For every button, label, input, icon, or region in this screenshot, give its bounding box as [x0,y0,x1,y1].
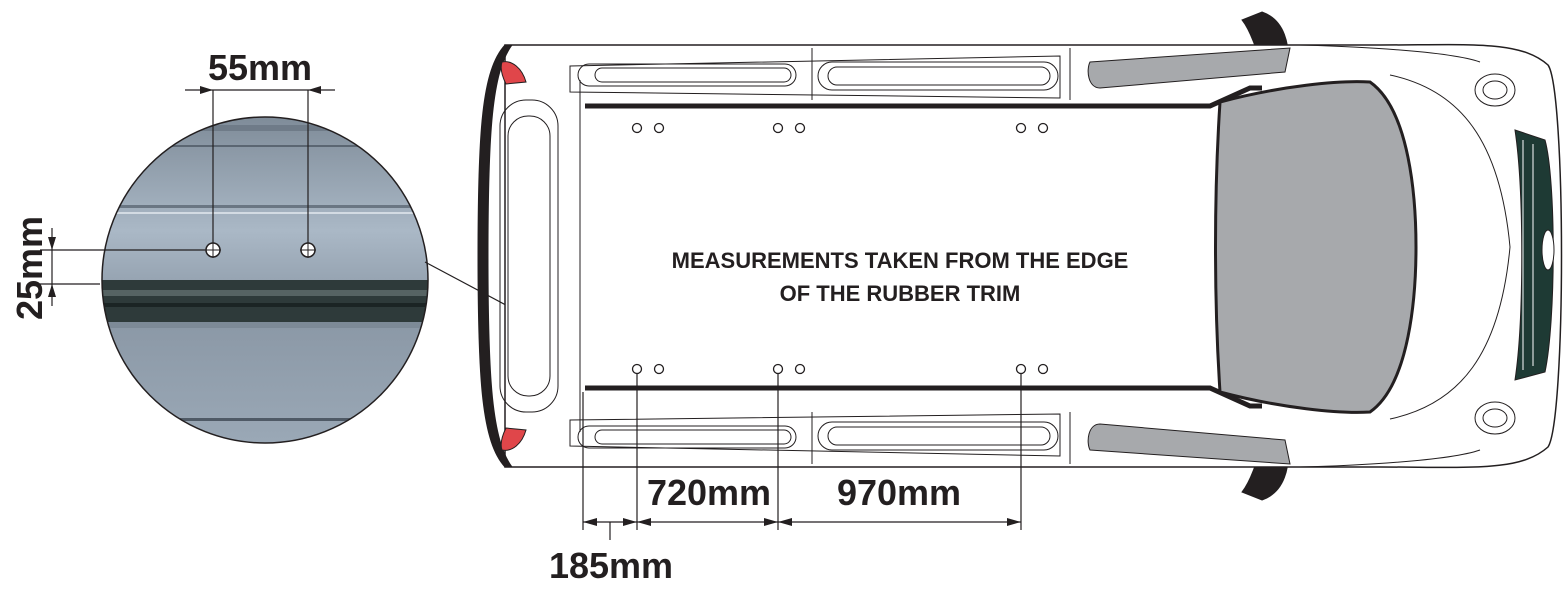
tail-light-top [500,61,527,85]
length-dimensions [582,374,1022,540]
dimension-label-720mm: 720mm [647,472,771,513]
rear-rubber-bumper [477,44,513,468]
rear-door-panel [499,99,559,413]
side-window-top [1087,47,1291,89]
van-top-view [477,11,1563,501]
headlight-top [1474,73,1516,107]
windscreen [1214,80,1418,414]
dimension-label-185mm: 185mm [549,545,673,586]
headlight-bottom [1474,401,1516,435]
dimension-label-55mm: 55mm [208,47,312,88]
rail-detail-magnifier: 55mm 25mm [9,47,633,444]
badge [1541,229,1555,271]
roof-rubber-trim-top [585,85,1262,109]
note-line-1: MEASUREMENTS TAKEN FROM THE EDGE [672,248,1129,273]
dimension-label-25mm: 25mm [9,216,50,320]
mounting-holes [631,122,1049,375]
dimension-55mm: 55mm [185,47,335,94]
hole-marker-left [205,242,221,258]
tail-light-bottom [500,427,527,451]
front-grille [1514,129,1554,381]
hole-marker-right [300,242,316,258]
dimension-label-970mm: 970mm [837,472,961,513]
side-step-bottom [569,412,1291,465]
roof-rubber-trim-bottom [585,385,1262,409]
side-window-bottom [1087,423,1291,465]
dimension-25mm: 25mm [9,216,205,320]
note-line-2: OF THE RUBBER TRIM [780,281,1021,306]
side-step-top [569,47,1291,100]
